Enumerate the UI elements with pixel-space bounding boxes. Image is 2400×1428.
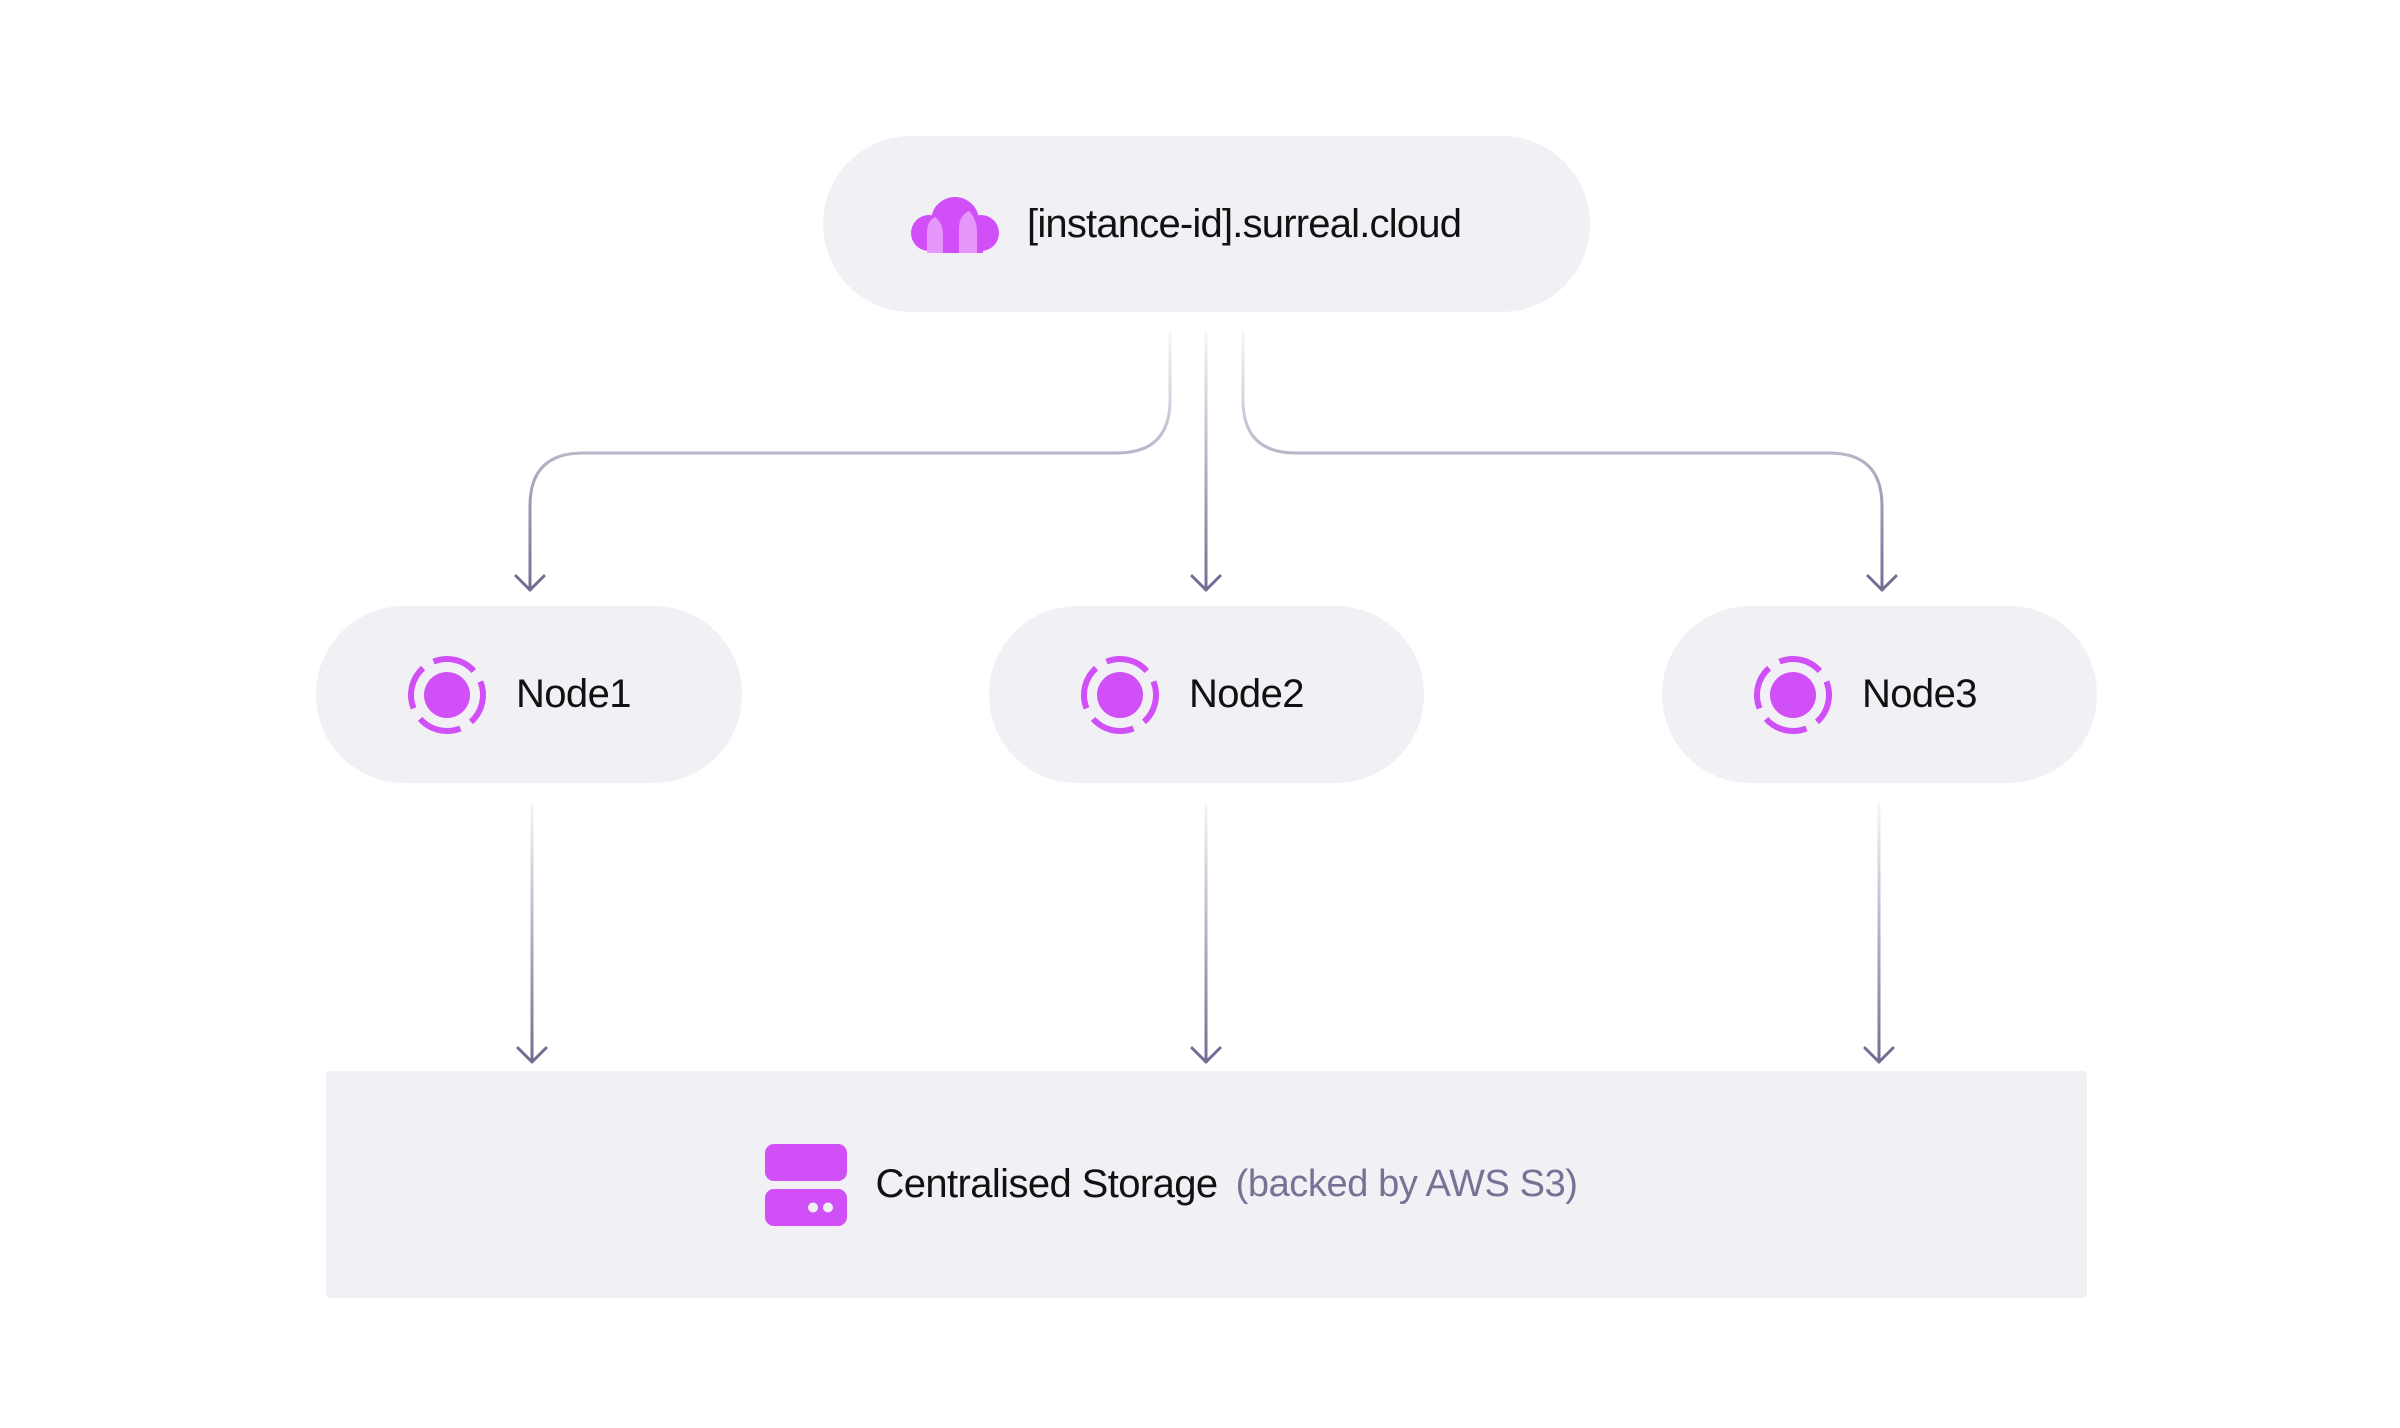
instance-endpoint-pill: [instance-id].surreal.cloud	[823, 136, 1590, 312]
storage-label: Centralised Storage	[875, 1162, 1218, 1206]
arrowhead-storage-2	[1190, 1046, 1222, 1064]
arrowhead-storage-1	[516, 1046, 548, 1064]
arrowhead-node2	[1190, 574, 1222, 592]
arrowhead-node1	[514, 574, 546, 592]
node-pill-node2: Node2	[989, 606, 1424, 783]
node-label: Node1	[516, 672, 631, 716]
node-pill-node3: Node3	[1662, 606, 2097, 783]
node-icon	[1079, 654, 1161, 736]
node-label: Node2	[1189, 672, 1304, 716]
centralised-storage-box: Centralised Storage (backed by AWS S3)	[326, 1071, 2087, 1298]
storage-icon	[765, 1143, 848, 1226]
storage-content: Centralised Storage (backed by AWS S3)	[765, 1143, 1578, 1226]
arrowhead-storage-3	[1863, 1046, 1895, 1064]
node-icon	[1752, 654, 1834, 736]
storage-note: (backed by AWS S3)	[1235, 1163, 1578, 1205]
instance-endpoint-label: [instance-id].surreal.cloud	[1027, 201, 1462, 246]
node-icon	[406, 654, 488, 736]
cloud-icon	[909, 195, 1003, 253]
node-label: Node3	[1862, 672, 1977, 716]
connector-instance-node1	[528, 330, 1172, 592]
connector-instance-node3	[1241, 330, 1884, 592]
arrowhead-node3	[1866, 574, 1898, 592]
node-pill-node1: Node1	[316, 606, 742, 783]
